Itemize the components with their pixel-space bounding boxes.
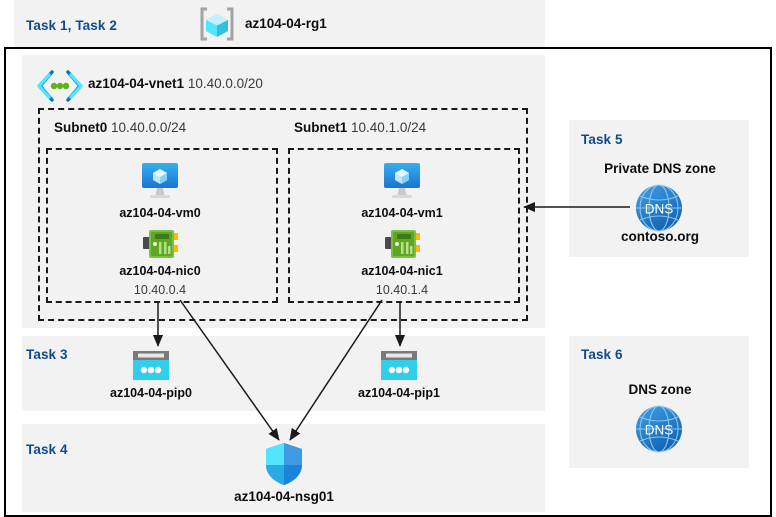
- dns-zone-icon: DNS: [634, 404, 684, 454]
- subnet-0-name: Subnet0: [54, 120, 108, 135]
- subnet-0-cidr: 10.40.0.0/24: [111, 120, 187, 135]
- dns-icon-text: DNS: [645, 423, 674, 438]
- nic-1-label: az104-04-nic1: [361, 264, 443, 278]
- private-dns-name: contoso.org: [621, 229, 699, 244]
- task-label-5: Task 5: [581, 132, 623, 147]
- public-ip-icon: [129, 349, 173, 383]
- subnet-1-title: Subnet1 10.40.1.0/24: [294, 120, 426, 135]
- subnet-1-cidr: 10.40.1.0/24: [351, 120, 427, 135]
- resource-group-header-panel: [14, 0, 545, 47]
- network-interface-icon: [384, 228, 422, 260]
- vm-0-label: az104-04-vm0: [119, 206, 201, 220]
- public-ip-icon: [377, 349, 421, 383]
- vnet-container: [22, 55, 545, 328]
- subnet-1-boundary: [288, 148, 520, 303]
- nsg-label: az104-04-nsg01: [234, 489, 334, 504]
- nic-0-label: az104-04-nic0: [119, 264, 201, 278]
- subnets-wrapper: [38, 108, 528, 321]
- task-label-1-2: Task 1, Task 2: [26, 18, 117, 33]
- dns-icon-text: DNS: [645, 202, 674, 217]
- public-ip-panel: [22, 336, 545, 411]
- network-security-group-icon: [262, 441, 306, 487]
- subnet-0-boundary: [46, 148, 278, 303]
- vnet-title: az104-04-vnet1 10.40.0.0/20: [88, 76, 263, 91]
- task-label-6: Task 6: [581, 347, 623, 362]
- vnet-address-space: 10.40.0.0/20: [187, 76, 263, 91]
- nic-0-private-ip: 10.40.0.4: [133, 283, 187, 297]
- private-dns-heading: Private DNS zone: [604, 161, 716, 176]
- virtual-machine-icon: [378, 160, 426, 202]
- vm-1-label: az104-04-vm1: [361, 206, 443, 220]
- resource-group-icon: [197, 7, 237, 41]
- task-label-4: Task 4: [26, 442, 68, 457]
- subnet-0-title: Subnet0 10.40.0.0/24: [54, 120, 186, 135]
- task-label-3: Task 3: [26, 347, 68, 362]
- public-dns-heading: DNS zone: [628, 382, 692, 397]
- pip-0-label: az104-04-pip0: [110, 386, 192, 400]
- virtual-machine-icon: [136, 160, 184, 202]
- resource-group-name: az104-04-rg1: [245, 16, 327, 31]
- pip-1-label: az104-04-pip1: [358, 386, 440, 400]
- subnet-1-name: Subnet1: [294, 120, 348, 135]
- virtual-network-icon: [36, 69, 84, 103]
- vnet-name: az104-04-vnet1: [88, 76, 185, 91]
- network-interface-icon: [142, 228, 180, 260]
- nic-1-private-ip: 10.40.1.4: [375, 283, 429, 297]
- dns-zone-icon: DNS: [634, 183, 684, 233]
